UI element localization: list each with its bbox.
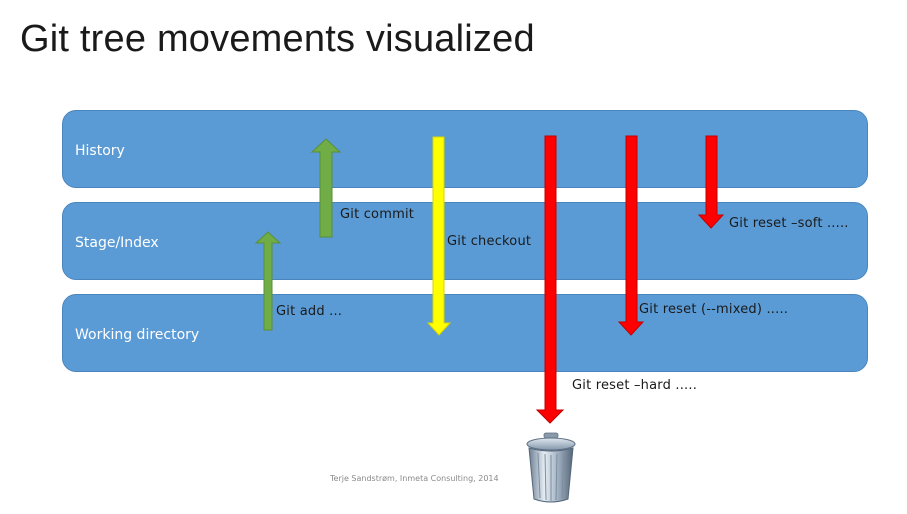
label-git-commit: Git commit bbox=[340, 207, 415, 222]
lane-label-history: History bbox=[75, 143, 125, 159]
arrow-git-add bbox=[254, 231, 282, 331]
slide-credit: Terje Sandstrøm, Inmeta Consulting, 2014 bbox=[330, 474, 499, 483]
lane-stage-index: Stage/Index bbox=[62, 202, 868, 280]
arrow-git-reset-mixed bbox=[617, 135, 645, 336]
lane-history: History bbox=[62, 110, 868, 188]
slide-title: Git tree movements visualized bbox=[20, 18, 535, 60]
arrow-git-reset-soft bbox=[697, 135, 725, 229]
label-git-reset-mixed: Git reset (--mixed) ..... bbox=[639, 302, 789, 317]
trash-can-icon bbox=[526, 432, 576, 503]
label-git-reset-soft: Git reset –soft ..... bbox=[729, 216, 849, 231]
label-git-reset-hard: Git reset –hard ..... bbox=[572, 378, 698, 393]
arrow-git-checkout bbox=[426, 136, 452, 336]
arrow-git-reset-hard bbox=[535, 135, 565, 424]
lane-working-directory: Working directory bbox=[62, 294, 868, 372]
label-git-checkout: Git checkout bbox=[447, 234, 532, 249]
lane-label-working-directory: Working directory bbox=[75, 327, 200, 343]
lane-label-stage-index: Stage/Index bbox=[75, 235, 159, 251]
label-git-add: Git add ... bbox=[276, 304, 343, 319]
arrow-git-commit bbox=[310, 138, 342, 238]
